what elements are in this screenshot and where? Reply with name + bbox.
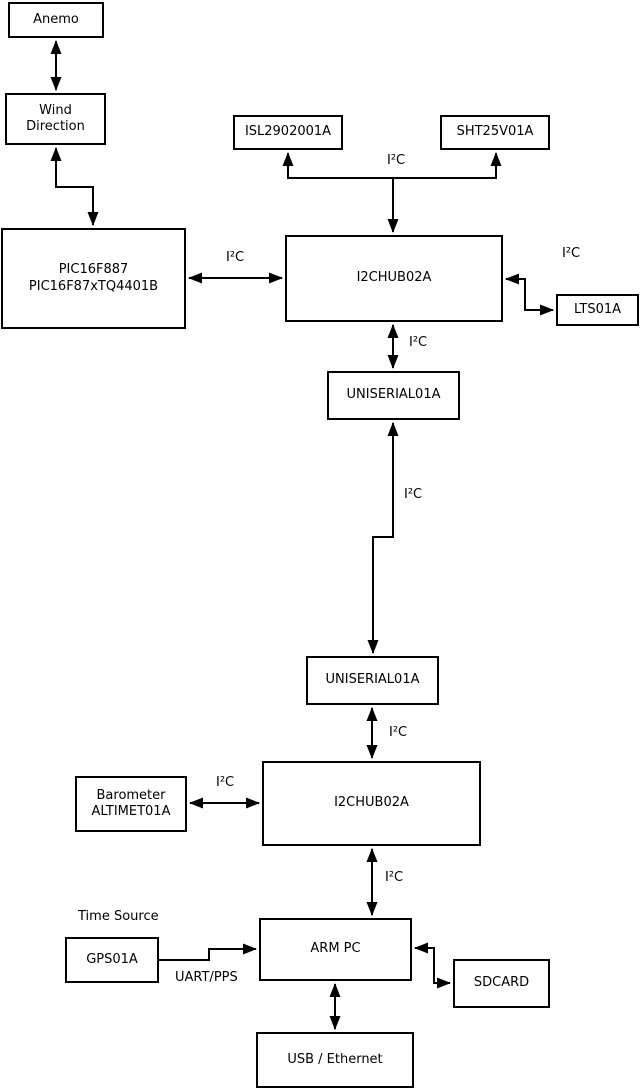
node-i2chub02a-bottom: I2CHUB02A bbox=[262, 761, 481, 846]
node-sdcard: SDCARD bbox=[453, 959, 550, 1008]
bus-label-i2c-lts: I²C bbox=[562, 246, 581, 261]
bus-label-i2c-uniserial-link: I²C bbox=[404, 487, 423, 502]
label-uart-pps: UART/PPS bbox=[175, 970, 238, 985]
node-lts01a: LTS01A bbox=[556, 294, 639, 326]
bus-label-i2c-uniserial-hub2: I²C bbox=[389, 725, 408, 740]
bus-label-i2c-hub-uniserial: I²C bbox=[409, 335, 428, 350]
node-arm-pc: ARM PC bbox=[259, 918, 412, 981]
connector-gps-armpc bbox=[159, 943, 257, 961]
connector-armpc-sdcard bbox=[414, 942, 451, 989]
node-gps01a: GPS01A bbox=[65, 937, 159, 983]
bus-label-i2c-sensors: I²C bbox=[387, 153, 406, 168]
bus-label-i2c-barometer: I²C bbox=[216, 775, 235, 790]
node-i2chub02a-top: I2CHUB02A bbox=[285, 235, 503, 322]
node-wind-direction: Wind Direction bbox=[5, 93, 106, 145]
connector-wind-pic bbox=[50, 147, 99, 226]
node-isl2902001a: ISL2902001A bbox=[233, 115, 343, 150]
bus-label-i2c-hub2-arm: I²C bbox=[385, 870, 404, 885]
connector-i2chub-lts bbox=[505, 273, 554, 316]
node-barometer-altimet01a: Barometer ALTIMET01A bbox=[75, 776, 187, 832]
node-usb-ethernet: USB / Ethernet bbox=[256, 1032, 414, 1088]
connector-uniserial1-uniserial2 bbox=[367, 422, 399, 654]
node-anemo: Anemo bbox=[8, 2, 104, 38]
label-time-source: Time Source bbox=[78, 909, 159, 924]
node-uniserial01a-top: UNISERIAL01A bbox=[327, 371, 460, 420]
node-pic-microcontroller: PIC16F887 PIC16F87xTQ4401B bbox=[1, 228, 186, 329]
bus-label-i2c-pic-hub: I²C bbox=[226, 250, 245, 265]
node-uniserial01a-bottom: UNISERIAL01A bbox=[306, 656, 439, 705]
node-sht25v01a: SHT25V01A bbox=[440, 115, 550, 150]
